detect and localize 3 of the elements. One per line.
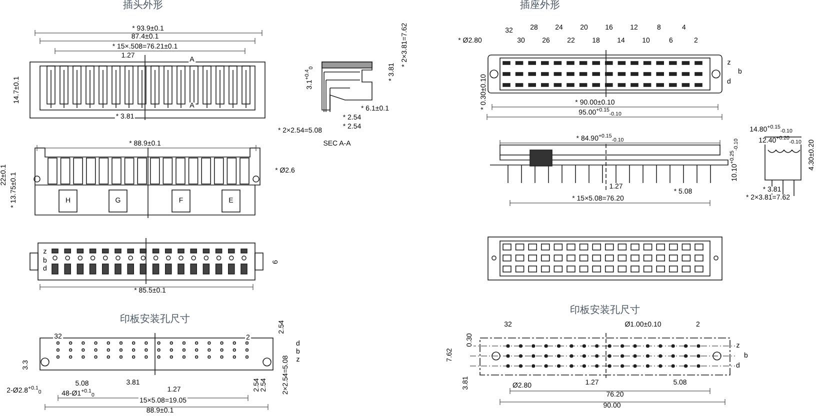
- view-heading: 印板安装孔尺寸: [119, 315, 191, 325]
- view-heading: 插头外形: [122, 1, 164, 11]
- view-heading: 印板安装孔尺寸: [569, 306, 641, 316]
